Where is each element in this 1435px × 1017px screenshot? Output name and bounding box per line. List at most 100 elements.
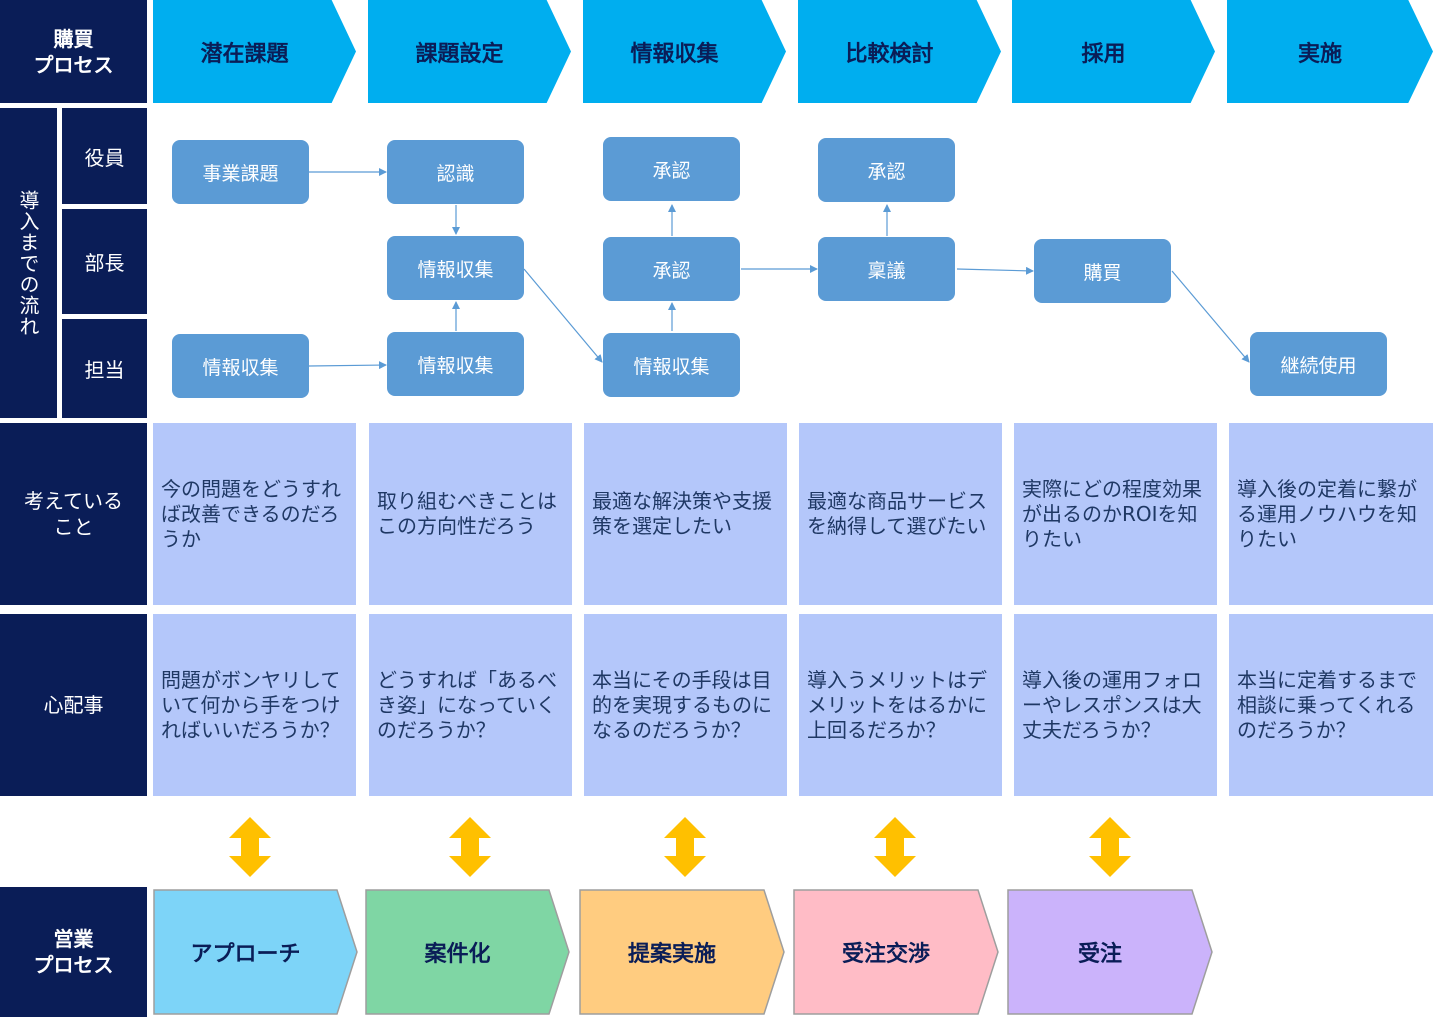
concern-card-5: 導入後の運用フォローやレスポンスは大丈夫だろうか？ (1014, 614, 1217, 796)
concern-text: 問題がボンヤリしていて何から手をつければいいだろうか？ (161, 667, 341, 742)
purchase-stage-label: 比較検討 (845, 41, 934, 67)
thinking-text: 今の問題をどうすれば改善できるのだろうか (161, 476, 341, 551)
thinking-card-2: 取り組むべきことはこの方向性だろう (369, 423, 572, 605)
role-exec: 役員 (62, 108, 147, 204)
role-manager: 部長 (62, 209, 147, 314)
thinking-label: 考えている こと (0, 423, 147, 605)
node-ringi-proposal: 稟議 (818, 237, 955, 301)
node-staff-research-1: 情報収集 (172, 334, 309, 398)
node-label: 承認 (652, 159, 691, 182)
node-recognition: 認識 (387, 140, 524, 204)
node-business-issue: 事業課題 (172, 140, 309, 204)
arrow-c4mgr-c5mgr (956, 266, 1034, 275)
purchase-stage-3: 情報収集 (583, 0, 786, 103)
concern-text: 本当にその手段は目的を実現するものになるのだろうか？ (592, 667, 772, 742)
node-label: 購買 (1083, 261, 1122, 284)
concern-text: 本当に定着するまで相談に乗ってくれるのだろうか？ (1237, 667, 1417, 742)
thinking-text: 実際にどの程度効果が出るのかROIを知りたい (1022, 476, 1202, 551)
purchase-process-text: 購買 プロセス (33, 26, 114, 77)
concern-card-3: 本当にその手段は目的を実現するものになるのだろうか？ (584, 614, 787, 796)
sales-stage-label: 案件化 (424, 942, 491, 967)
arrow-c1staff-c2staff (308, 361, 387, 370)
role-exec-label: 役員 (84, 145, 125, 170)
purchase-process-label: 購買 プロセス (0, 0, 147, 103)
node-exec-approval-1: 承認 (603, 137, 740, 201)
thinking-text: 取り組むべきことはこの方向性だろう (377, 489, 557, 538)
node-label: 継続使用 (1280, 354, 1357, 377)
node-label: 情報収集 (202, 356, 279, 379)
sales-stage-5: 受注 (1007, 889, 1213, 1015)
purchase-stage-6: 実施 (1227, 0, 1433, 103)
concern-card-1: 問題がボンヤリしていて何から手をつければいいだろうか？ (153, 614, 356, 796)
node-staff-research-2: 情報収集 (387, 332, 524, 396)
purchase-stage-1: 潜在課題 (153, 0, 356, 103)
node-label: 認識 (436, 162, 475, 185)
sales-stage-1: アプローチ (153, 889, 358, 1015)
thinking-card-5: 実際にどの程度効果が出るのかROIを知りたい (1014, 423, 1217, 605)
node-staff-research-3: 情報収集 (603, 333, 740, 397)
double-arrow-icon (229, 817, 271, 877)
thinking-card-3: 最適な解決策や支援策を選定したい (584, 423, 787, 605)
thinking-label-text: 考えている こと (24, 489, 123, 539)
sales-chevron-shape (1007, 889, 1213, 1015)
thinking-card-6: 導入後の定着に繋がる運用ノウハウを知りたい (1229, 423, 1433, 605)
node-label: 情報収集 (633, 355, 710, 378)
concern-text: どうすれば「あるべき姿」になっていくのだろうか？ (377, 667, 557, 742)
thinking-text: 最適な解決策や支援策を選定したい (592, 489, 772, 538)
double-arrow-icon (1089, 817, 1131, 877)
sales-stage-2: 案件化 (365, 889, 570, 1015)
double-arrow-icon (664, 817, 706, 877)
concerns-label: 心配事 (0, 614, 147, 796)
sales-stage-label: アプローチ (190, 942, 301, 967)
purchase-stage-4: 比較検討 (798, 0, 1001, 103)
node-label: 稟議 (867, 259, 906, 282)
purchase-stage-label: 採用 (1081, 41, 1126, 67)
sales-stage-4: 受注交渉 (793, 889, 999, 1015)
role-staff: 担当 (62, 319, 147, 418)
purchase-stage-2: 課題設定 (368, 0, 571, 103)
node-label: 事業課題 (202, 162, 279, 185)
thinking-card-1: 今の問題をどうすれば改善できるのだろうか (153, 423, 356, 605)
double-arrow-icon (874, 817, 916, 877)
concern-card-2: どうすれば「あるべき姿」になっていくのだろうか？ (369, 614, 572, 796)
flow-label-text: 導入までの流れ (16, 189, 40, 337)
node-label: 情報収集 (417, 258, 494, 281)
sales-chevron-shape (793, 889, 999, 1015)
concerns-label-text: 心配事 (43, 693, 104, 717)
concern-card-4: 導入うメリットはデメリットをはるかに上回るだろか？ (799, 614, 1002, 796)
sales-chevron-shape (153, 889, 358, 1015)
concern-text: 導入うメリットはデメリットをはるかに上回るだろか？ (807, 667, 987, 742)
purchase-stage-label: 情報収集 (630, 41, 719, 67)
sales-stage-label: 提案実施 (627, 942, 716, 967)
node-manager-approval: 承認 (603, 237, 740, 301)
role-staff-label: 担当 (84, 358, 125, 382)
sales-chevron-shape (365, 889, 570, 1015)
thinking-text: 導入後の定着に繋がる運用ノウハウを知りたい (1237, 476, 1417, 551)
sales-process-label: 営業 プロセス (0, 887, 147, 1017)
sales-stage-label: 受注 (1077, 942, 1122, 967)
purchase-stage-5: 採用 (1012, 0, 1215, 103)
flow-label: 導入までの流れ (0, 108, 57, 418)
arrow-c2mgr-c3staff (523, 268, 603, 363)
double-arrow-icon (449, 817, 491, 877)
node-purchase: 購買 (1034, 239, 1171, 303)
role-manager-label: 部長 (84, 251, 125, 275)
arrow-c5mgr-c6staff (1171, 270, 1250, 363)
sales-process-text: 営業 プロセス (33, 927, 114, 977)
node-label: 承認 (867, 160, 906, 183)
node-label: 承認 (652, 259, 691, 282)
node-manager-research: 情報収集 (387, 236, 524, 300)
node-continued-use: 継続使用 (1250, 332, 1387, 396)
node-label: 情報収集 (417, 354, 494, 377)
purchase-stage-label: 潜在課題 (200, 41, 289, 67)
thinking-text: 最適な商品サービスを納得して選びたい (807, 489, 987, 538)
node-exec-approval-2: 承認 (818, 138, 955, 202)
concern-card-6: 本当に定着するまで相談に乗ってくれるのだろうか？ (1229, 614, 1433, 796)
thinking-card-4: 最適な商品サービスを納得して選びたい (799, 423, 1002, 605)
purchase-stage-label: 実施 (1297, 41, 1342, 67)
sales-stage-3: 提案実施 (579, 889, 785, 1015)
concern-text: 導入後の運用フォローやレスポンスは大丈夫だろうか？ (1022, 667, 1202, 742)
purchase-stage-label: 課題設定 (415, 41, 504, 67)
